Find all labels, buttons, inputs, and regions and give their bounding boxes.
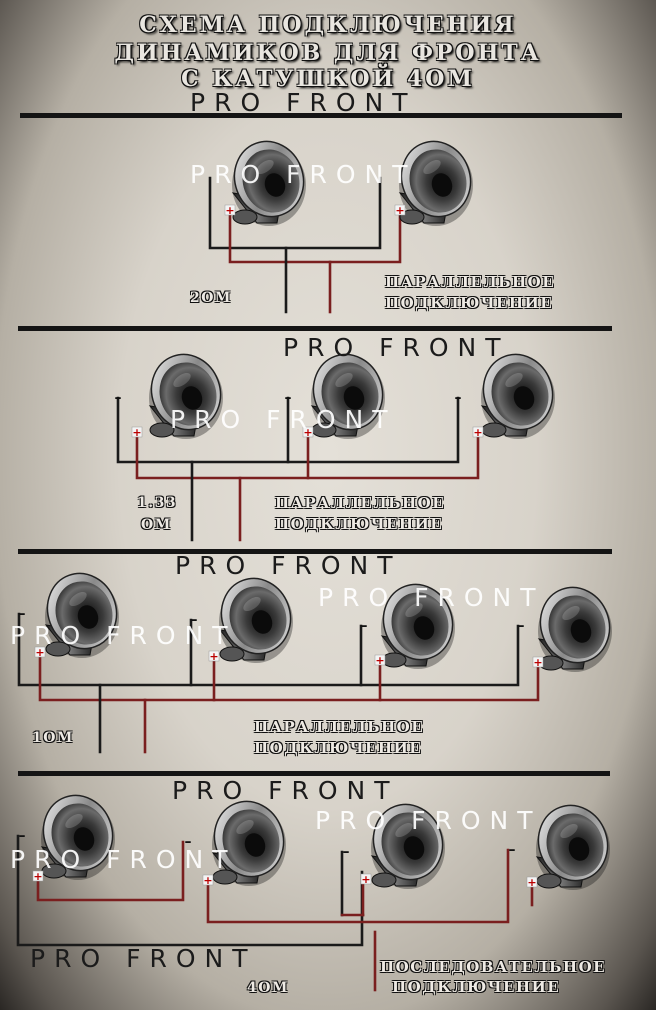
connection-type-label: ПОДКЛЮЧЕНИЕ <box>275 515 444 533</box>
plus-sign: + <box>375 654 384 667</box>
watermark: PRO FRONT <box>172 776 399 805</box>
speaker-icon <box>370 803 445 889</box>
section-divider <box>18 549 612 554</box>
watermark: PRO FRONT <box>283 333 510 362</box>
plus-sign: + <box>395 204 404 217</box>
impedance-label: 4ОМ <box>247 980 289 996</box>
minus-sign: – <box>509 842 516 858</box>
impedance-label: ОМ <box>141 517 172 533</box>
plus-sign: + <box>132 426 141 439</box>
section-divider <box>18 771 610 776</box>
watermark: PRO FRONT <box>10 845 237 874</box>
minus-sign: – <box>285 390 292 406</box>
minus-sign: – <box>455 390 462 406</box>
title-line-2: ДИНАМИКОВ ДЛЯ ФРОНТА <box>114 40 542 66</box>
title-line-3: С КАТУШКОЙ 4ОМ <box>181 66 475 92</box>
connection-type-label: ПОДКЛЮЧЕНИЕ <box>254 739 423 757</box>
minus-sign: – <box>19 828 26 844</box>
positive-wire <box>38 650 540 702</box>
speaker-icon <box>398 140 473 226</box>
title-line-1: СХЕМА ПОДКЛЮЧЕНИЯ <box>139 12 517 38</box>
plus-sign: + <box>473 426 482 439</box>
watermark: PRO FRONT <box>10 621 237 650</box>
plus-sign: + <box>361 873 370 886</box>
speaker-icon <box>231 140 306 226</box>
speaker-icon <box>40 794 115 880</box>
minus-sign: – <box>185 834 192 850</box>
connection-type-label: ПОСЛЕДОВАТЕЛЬНОЕ <box>380 958 607 976</box>
plus-sign: + <box>527 876 536 889</box>
section-divider <box>18 326 612 331</box>
positive-wire <box>206 848 510 924</box>
minus-sign: – <box>343 844 350 860</box>
negative-wire <box>17 612 520 687</box>
connection-type-label: ПАРАЛЛЕЛЬНОЕ <box>275 494 446 512</box>
speaker-icon <box>380 583 455 669</box>
positive-wire <box>228 210 402 264</box>
positive-wire <box>36 840 185 902</box>
minus-sign: – <box>19 606 26 622</box>
watermark: PRO FRONT <box>30 944 257 973</box>
plus-sign: + <box>35 646 44 659</box>
speaker-icon <box>148 353 223 439</box>
section-divider <box>20 113 622 118</box>
plus-terminal <box>32 870 44 882</box>
minus-sign: – <box>518 618 525 634</box>
plus-terminal <box>224 204 236 216</box>
speaker-icon <box>537 586 612 672</box>
speaker-icon <box>218 577 293 663</box>
speaker-icon <box>211 800 286 886</box>
speaker-icon <box>535 804 610 890</box>
plus-terminal <box>34 646 46 658</box>
minus-sign: – <box>191 612 198 628</box>
plus-sign: + <box>203 874 212 887</box>
plus-terminal <box>208 650 220 662</box>
speaker-icon <box>480 353 555 439</box>
plus-sign: + <box>33 870 42 883</box>
impedance-label: 1ОМ <box>32 730 74 746</box>
watermark: PRO FRONT <box>315 806 542 835</box>
plus-terminal <box>526 876 538 888</box>
plus-sign: + <box>225 204 234 217</box>
plus-terminal <box>472 426 484 438</box>
plus-terminal <box>202 874 214 886</box>
plus-terminal <box>532 656 544 668</box>
plus-terminal <box>131 426 143 438</box>
impedance-label: 1.33 <box>137 495 178 511</box>
minus-sign: – <box>361 618 368 634</box>
connection-type-label: ПАРАЛЛЕЛЬНОЕ <box>254 718 425 736</box>
plus-terminal <box>394 204 406 216</box>
connection-type-label: ПОДКЛЮЧЕНИЕ <box>392 978 561 996</box>
plus-sign: + <box>303 426 312 439</box>
plus-terminal <box>302 426 314 438</box>
plus-sign: + <box>209 650 218 663</box>
connection-type-label: ПАРАЛЛЕЛЬНОЕ <box>385 273 556 291</box>
negative-wire <box>208 176 382 250</box>
plus-sign: + <box>533 656 542 669</box>
speaker-icon <box>44 572 119 658</box>
connection-type-label: ПОДКЛЮЧЕНИЕ <box>385 294 554 312</box>
plus-terminal <box>374 654 386 666</box>
plus-terminal <box>360 873 372 885</box>
impedance-label: 2ОМ <box>190 290 232 306</box>
watermark: PRO FRONT <box>170 405 397 434</box>
speaker-icon <box>310 353 385 439</box>
watermark: PRO FRONT <box>318 583 545 612</box>
watermark: PRO FRONT <box>190 160 417 189</box>
watermark: PRO FRONT <box>175 551 402 580</box>
watermark: PRO FRONT <box>190 88 417 117</box>
minus-sign: – <box>115 390 122 406</box>
